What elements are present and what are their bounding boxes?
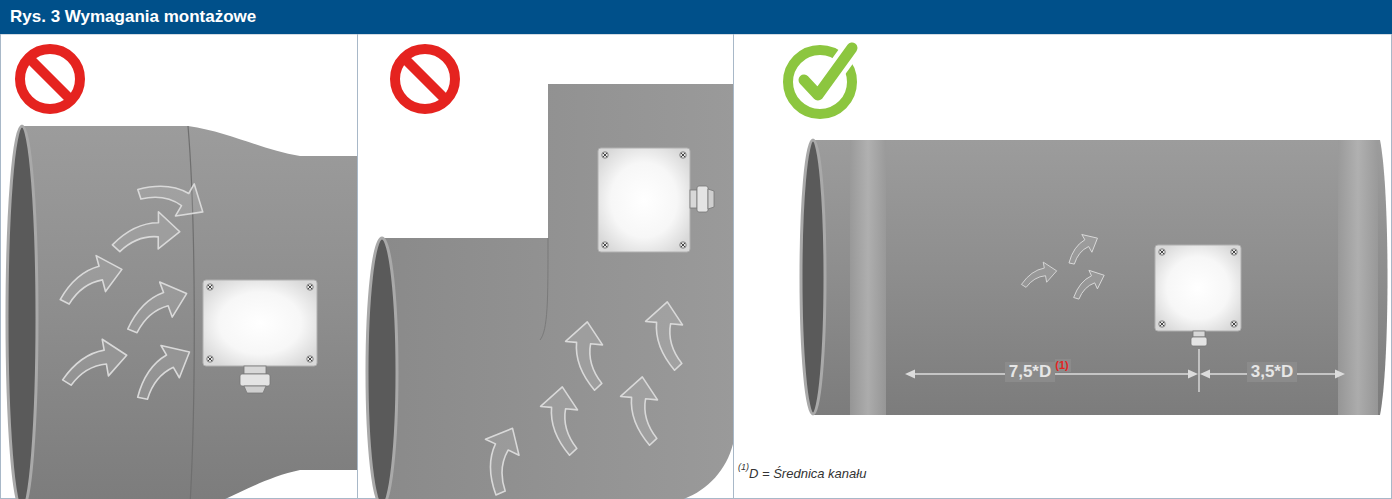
footnote-marker: (1) (738, 462, 749, 472)
dimension-label: 3,5*D (1247, 362, 1298, 382)
footnote-text: D = Średnica kanału (749, 467, 866, 482)
figure-title: Rys. 3 Wymagania montażowe (0, 0, 256, 27)
title-bar: Rys. 3 Wymagania montażowe (0, 0, 1392, 34)
dimension-label: 7,5*D (1005, 362, 1056, 382)
footnote-marker: (1) (1055, 359, 1070, 372)
